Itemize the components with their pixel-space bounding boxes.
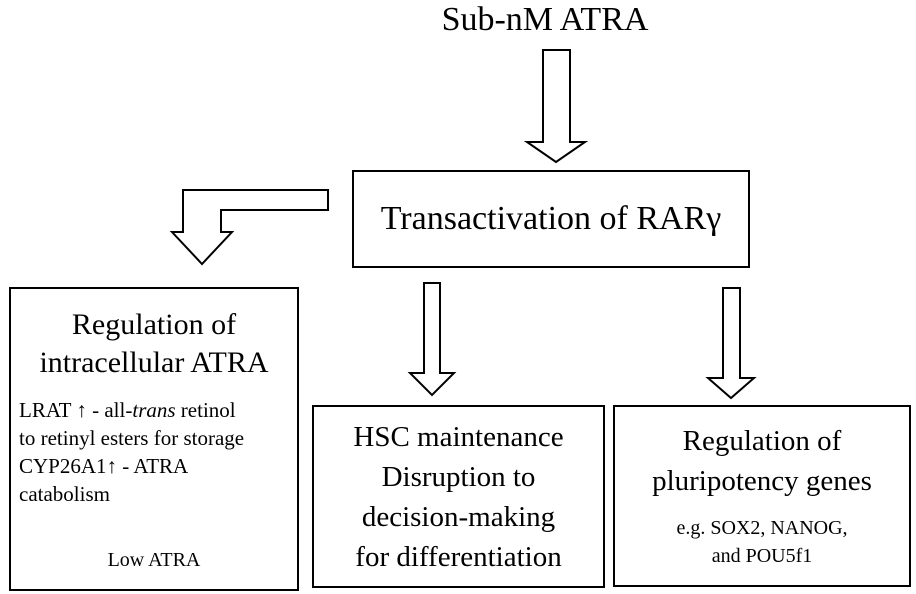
- left-detail1-pre: LRAT ↑ - all-: [19, 398, 133, 422]
- right-title-line2: pluripotency genes: [652, 465, 872, 497]
- left-detail-line3: CYP26A1↑ - ATRA: [19, 454, 189, 478]
- left-detail1-post: retinol: [175, 398, 236, 422]
- left-title-line2: intracellular ATRA: [39, 346, 269, 379]
- left-detail-line2: to retinyl esters for storage: [19, 426, 245, 450]
- middle-box: HSC maintenance Disruption to decision-m…: [312, 405, 605, 588]
- middle-line2: Disruption to: [381, 461, 536, 493]
- left-box: Regulation of intracellular ATRA LRAT ↑ …: [9, 287, 299, 591]
- arrow-main-to-middle: [407, 282, 457, 397]
- left-detail1-italic: trans: [132, 398, 176, 422]
- middle-line1: HSC maintenance: [353, 421, 564, 453]
- arrow-main-to-right: [705, 287, 757, 400]
- arrow-main-to-left: [169, 189, 329, 266]
- right-example-line2: and POU5f1: [711, 545, 813, 567]
- main-process-label: Transactivation of RARγ: [380, 200, 722, 237]
- right-box: Regulation of pluripotency genes e.g. SO…: [613, 405, 911, 587]
- middle-line3: decision-making: [361, 501, 556, 533]
- right-example-line1: e.g. SOX2, NANOG,: [676, 517, 848, 539]
- source-label: Sub-nM ATRA: [441, 1, 649, 38]
- main-process-box: Transactivation of RARγ: [352, 170, 750, 268]
- arrow-source-to-main: [523, 49, 589, 164]
- left-detail-line1: LRAT ↑ - all-trans retinol: [19, 397, 236, 423]
- left-title-line1: Regulation of: [71, 308, 237, 341]
- middle-line4: for differentiation: [355, 541, 562, 573]
- right-title-line1: Regulation of: [682, 425, 842, 457]
- left-result-label: Low ATRA: [107, 549, 201, 571]
- left-detail-line4: catabolism: [19, 482, 110, 506]
